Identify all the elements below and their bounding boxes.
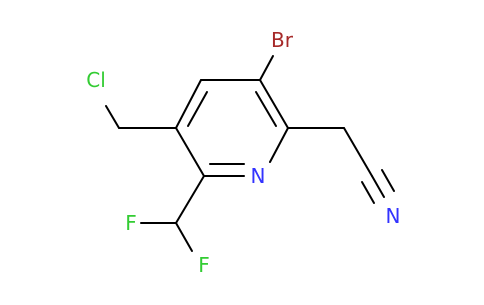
bond-ch2-cn — [343, 127, 373, 177]
bond-c3-c2 — [259, 79, 289, 129]
atom-cl: Cl — [86, 68, 106, 92]
bond-cn-triple-2 — [361, 181, 375, 204]
atom-ring-n: N — [251, 164, 266, 188]
bond-c6-chf2 — [175, 175, 205, 224]
bond-c5-c4-inner — [187, 91, 208, 127]
bond-cn-triple-1 — [371, 175, 385, 198]
bond-c6-c5 — [175, 127, 205, 177]
atom-f2: F — [198, 253, 210, 277]
bond-chf2-f2 — [175, 222, 193, 252]
atom-nitrile-n: N — [386, 204, 401, 228]
atom-f1: F — [125, 211, 137, 235]
bond-cn-triple-3 — [381, 169, 395, 192]
atom-br: Br — [271, 28, 294, 52]
bond-c3-c2-inner — [255, 91, 277, 127]
bond-ch2-cl — [105, 105, 120, 129]
bond-group — [105, 55, 395, 252]
bond-c2-n — [269, 127, 289, 163]
bond-c3-br — [259, 55, 274, 81]
bond-c5-c4 — [175, 79, 202, 129]
